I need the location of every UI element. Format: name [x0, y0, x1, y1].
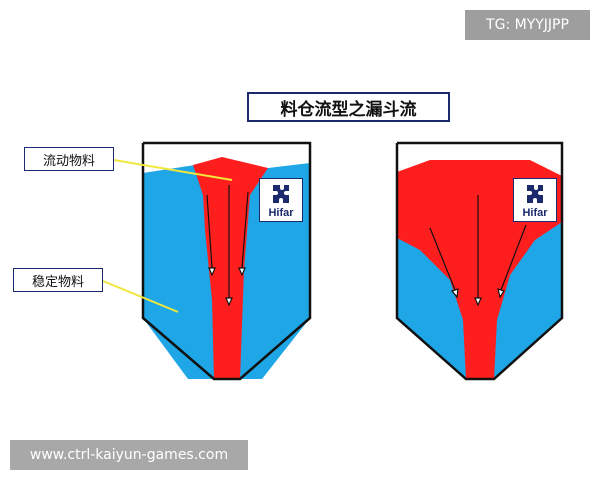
hifar-logo-text: Hifar	[268, 207, 294, 219]
right-silo-outline	[395, 141, 564, 381]
hifar-logo: Hifar	[259, 178, 303, 222]
right-silo-flow-arrows	[429, 195, 527, 307]
puzzle-icon	[527, 185, 543, 203]
leader-line-flowing	[113, 159, 233, 181]
hifar-logo-text: Hifar	[522, 207, 548, 219]
left-silo-flowing-core	[193, 157, 268, 379]
label-flowing-material: 流动物料	[24, 147, 114, 171]
diagram-title: 料仓流型之漏斗流	[247, 92, 450, 122]
label-stable-material: 稳定物料	[13, 268, 103, 292]
watermark-top: TG: MYYJJPP	[465, 10, 590, 40]
left-silo-outline	[141, 141, 312, 381]
leader-line-stable	[102, 280, 179, 313]
watermark-bottom: www.ctrl-kaiyun-games.com	[10, 440, 248, 470]
left-silo-flow-arrows	[206, 185, 249, 307]
puzzle-icon	[273, 185, 289, 203]
hifar-logo: Hifar	[513, 178, 557, 222]
